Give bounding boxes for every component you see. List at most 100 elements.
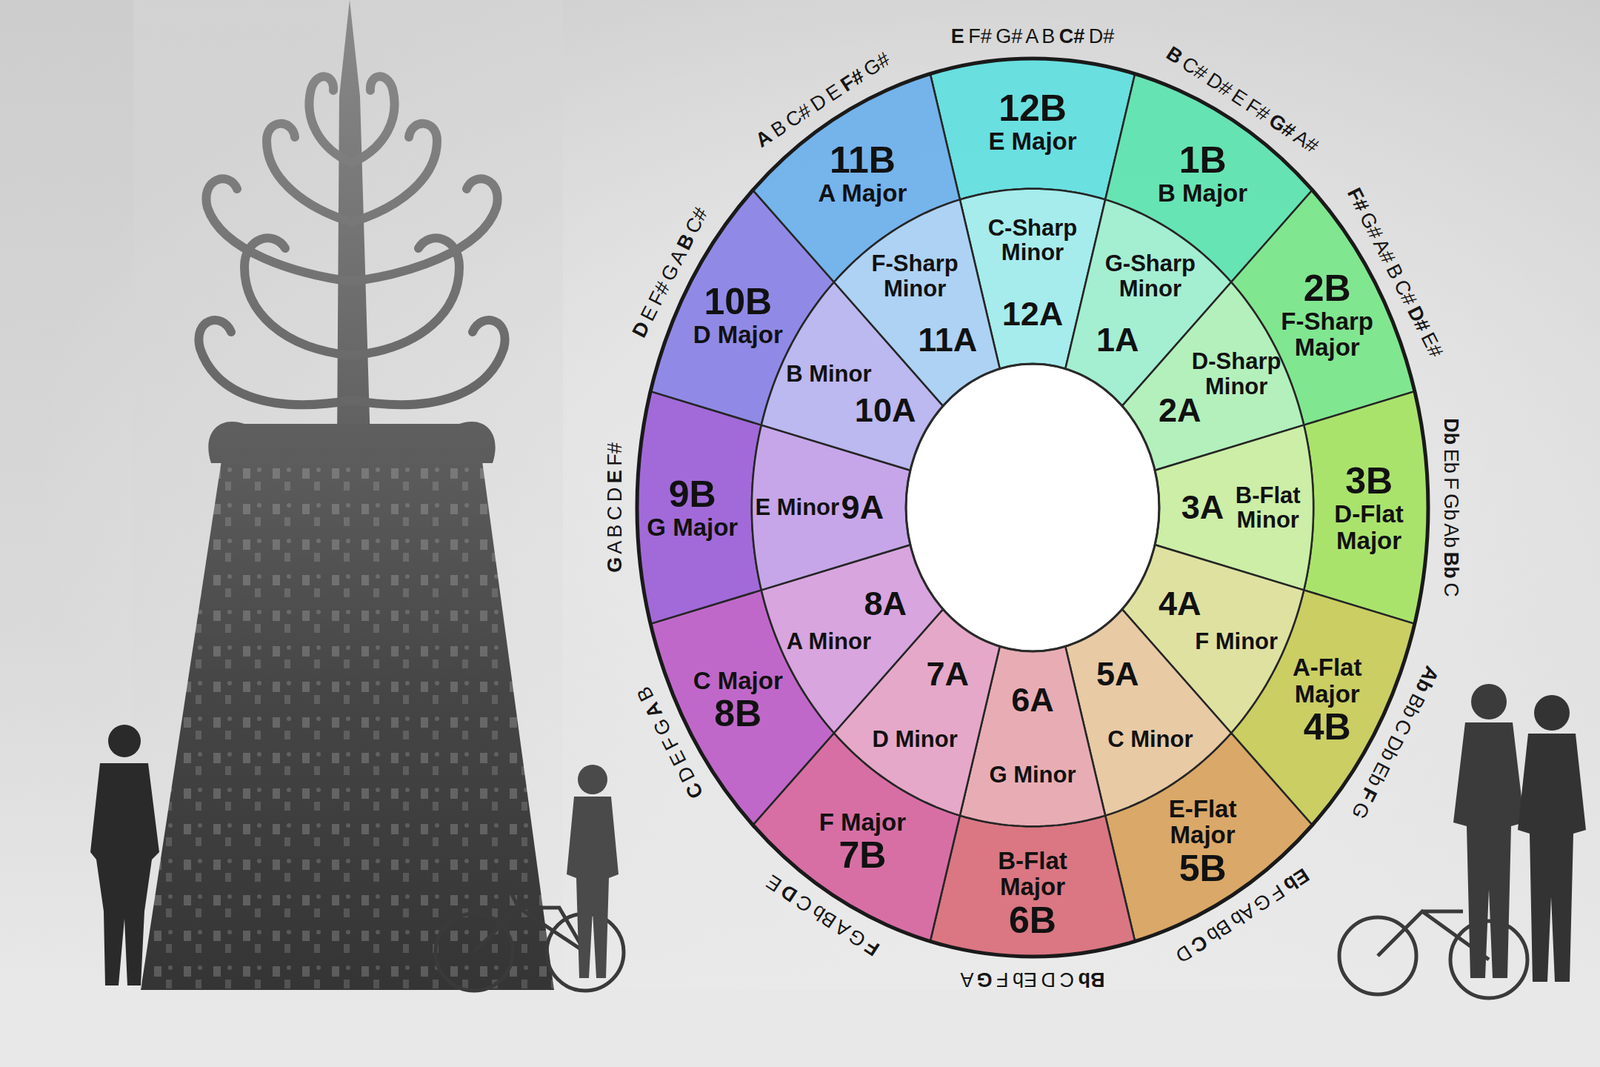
text-group: 7A — [925, 656, 969, 693]
scale-notes: G A B C D E F# — [605, 442, 626, 573]
note-token: F# — [603, 442, 626, 466]
note-token: C# — [680, 204, 712, 238]
key-name: C-Sharp Minor — [971, 215, 1095, 266]
wheel-hole — [905, 363, 1160, 652]
text-group: F Major7B — [819, 808, 906, 876]
key-name: D Major — [693, 321, 783, 349]
key-name: D Minor — [871, 726, 958, 752]
note-token: C# — [1059, 25, 1086, 48]
key-name: B-Flat Major — [969, 847, 1096, 900]
text-group: A Minor — [786, 628, 872, 654]
note-token — [603, 520, 626, 525]
scale-notes: F G A Bb C D E — [762, 870, 883, 959]
text-group: 11A — [917, 322, 978, 359]
note-token: G — [976, 968, 992, 991]
key-code: 9B — [646, 474, 738, 515]
text-group: 11BA Major — [817, 140, 907, 207]
note-token — [603, 537, 626, 543]
note-token: E — [951, 25, 965, 48]
key-code: 3A — [1181, 489, 1225, 526]
note-token — [1054, 25, 1060, 48]
text-group: 4A — [1158, 585, 1202, 623]
note-token: Ab — [1440, 522, 1463, 548]
text-group: D Minor — [871, 726, 958, 752]
note-token: F — [996, 968, 1009, 991]
inner-rim — [905, 363, 1160, 652]
note-token — [1084, 25, 1089, 48]
text-group: B-Flat Minor — [1206, 482, 1329, 533]
key-code: 4B — [1264, 706, 1391, 747]
key-name: C Major — [693, 667, 783, 695]
key-code: 3B — [1309, 460, 1429, 501]
key-name: A Major — [817, 180, 907, 207]
note-token: Db — [1376, 731, 1408, 765]
note-token — [1440, 473, 1463, 478]
text-group: 1BB Major — [1157, 140, 1248, 207]
note-token: D — [1041, 968, 1057, 991]
key-code: 9A — [841, 489, 885, 526]
note-token: E# — [1416, 328, 1448, 361]
key-code: 10A — [854, 392, 917, 429]
note-token — [1008, 968, 1013, 991]
key-code: 7B — [819, 834, 906, 875]
outer-rim — [637, 58, 1429, 957]
note-token: G — [603, 557, 626, 573]
text-group: E-Flat Major5B — [1140, 795, 1266, 889]
note-token: Gb — [1440, 493, 1463, 520]
note-token — [1440, 520, 1463, 523]
text-group: C Major8B — [693, 667, 783, 735]
text-group: 3BD-Flat Major — [1309, 460, 1429, 554]
key-code: 6A — [1011, 682, 1055, 719]
key-name: F Minor — [1194, 628, 1278, 654]
text-group: 12A — [1002, 296, 1064, 333]
note-token — [1037, 25, 1043, 48]
key-name: B Major — [1157, 180, 1248, 207]
key-code: 4A — [1158, 585, 1202, 623]
scale-notes: Ab Bb C Db Eb F G — [1348, 662, 1443, 821]
note-token: Eb — [1012, 968, 1038, 991]
key-name: F-Sharp Minor — [854, 251, 977, 301]
text-group: D-Sharp Minor — [1175, 348, 1298, 399]
text-group: 10BD Major — [693, 281, 783, 349]
text-group: 1A — [1096, 322, 1140, 359]
note-token: G# — [859, 48, 895, 82]
note-token — [1440, 578, 1463, 583]
note-token: F# — [643, 278, 675, 310]
note-token: A — [960, 968, 974, 991]
note-token — [603, 482, 626, 488]
segment-fill — [637, 391, 762, 624]
note-token: D# — [1088, 25, 1115, 48]
key-name: D-Flat Major — [1309, 500, 1429, 554]
scale-notes: A B C# D E F# G# — [751, 48, 894, 152]
key-code: 1A — [1096, 322, 1140, 359]
minor-key-segment: E Minor9A — [637, 58, 1429, 957]
text-group: F-Sharp Minor — [854, 251, 977, 301]
text-group: 3A — [1181, 489, 1225, 526]
key-code: 5A — [1096, 656, 1140, 693]
text-group: A-Flat Major4B — [1264, 654, 1391, 747]
note-token — [1074, 968, 1079, 991]
segment-fill — [1303, 391, 1429, 624]
note-token: Bb — [1398, 689, 1430, 722]
key-name: E Minor — [754, 494, 840, 520]
text-group: E Minor — [754, 494, 840, 520]
note-token: C — [1060, 968, 1075, 991]
note-token: B — [603, 524, 626, 538]
note-token — [964, 25, 969, 48]
key-name: G Minor — [988, 762, 1076, 787]
note-token: B — [1041, 25, 1055, 48]
key-code: 8A — [863, 585, 907, 623]
key-name: G Major — [646, 514, 738, 541]
note-token: G# — [995, 25, 1023, 48]
text-group: B Minor — [785, 361, 872, 386]
note-token: C — [603, 505, 626, 521]
note-token — [973, 968, 977, 991]
text-group: 9A — [841, 489, 885, 526]
key-code: 2B — [1264, 268, 1391, 309]
key-code: 12B — [988, 88, 1077, 129]
note-token: Db — [1440, 417, 1463, 445]
note-token: Eb — [1280, 863, 1314, 897]
key-code: 7A — [925, 656, 969, 693]
text-group: 10A — [854, 392, 917, 429]
key-code: 10B — [693, 281, 783, 322]
